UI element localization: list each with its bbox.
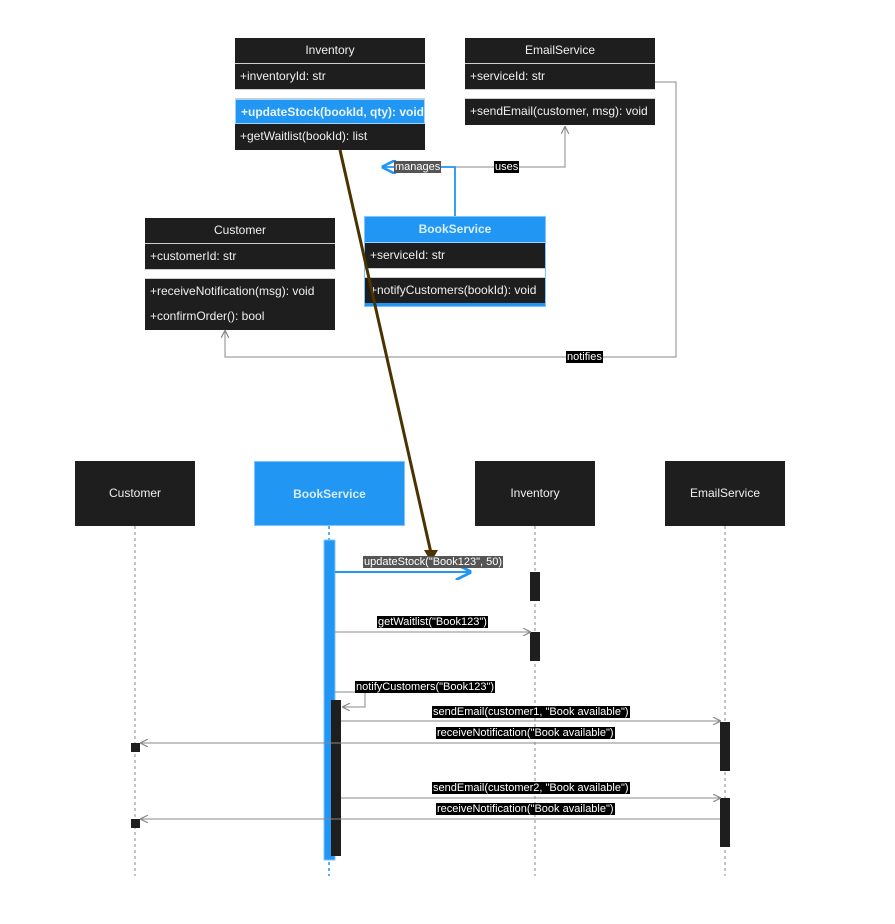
activation-book-service-nested <box>331 700 341 856</box>
label-notifies[interactable]: notifies <box>566 351 603 363</box>
activation-inventory-2 <box>530 632 540 661</box>
class-customer-divider <box>145 269 335 279</box>
class-inventory-method-get-waitlist[interactable]: +getWaitlist(bookId): list <box>240 129 368 143</box>
edge-manages <box>383 167 456 216</box>
activation-email-2 <box>720 798 730 847</box>
participant-email-service[interactable]: EmailService <box>665 461 785 526</box>
class-book-service-attr[interactable]: +serviceId: str <box>365 243 545 268</box>
class-customer-attr[interactable]: +customerId: str <box>150 249 237 263</box>
label-msg-notify-customers[interactable]: notifyCustomers("Book123") <box>355 681 496 693</box>
class-customer-name: Customer <box>145 218 335 244</box>
class-inventory-name: Inventory <box>235 38 425 64</box>
label-msg-send-email-1[interactable]: sendEmail(customer1, "Book available") <box>432 706 630 718</box>
class-book-service-method-notify-customers[interactable]: +notifyCustomers(bookId): void <box>365 278 545 303</box>
label-msg-receive-2[interactable]: receiveNotification("Book available") <box>436 803 615 815</box>
class-email-service-method-send-email[interactable]: +sendEmail(customer, msg): void <box>470 104 648 118</box>
activation-email-1 <box>720 722 730 771</box>
class-inventory-method-update-stock[interactable]: +updateStock(bookId, qty): void <box>235 99 425 124</box>
activation-book-service <box>323 539 336 861</box>
participant-inventory[interactable]: Inventory <box>475 461 595 526</box>
class-customer-method-receive-notification[interactable]: +receiveNotification(msg): void <box>150 284 315 298</box>
class-email-service-name: EmailService <box>465 38 655 64</box>
class-customer[interactable]: Customer +customerId: str +receiveNotifi… <box>145 218 335 330</box>
class-book-service-divider <box>365 268 545 278</box>
class-email-service[interactable]: EmailService +serviceId: str +sendEmail(… <box>465 38 655 125</box>
participant-book-service[interactable]: BookService <box>254 461 405 526</box>
msg-notify-customers-line <box>335 691 366 707</box>
class-inventory-divider <box>235 89 425 99</box>
label-manages[interactable]: manages <box>394 161 442 173</box>
class-email-service-attr[interactable]: +serviceId: str <box>470 69 546 83</box>
class-inventory[interactable]: Inventory +inventoryId: str +updateStock… <box>235 38 425 150</box>
class-customer-method-confirm-order[interactable]: +confirmOrder(): bool <box>150 309 265 323</box>
class-book-service-name: BookService <box>365 217 545 243</box>
class-book-service[interactable]: BookService +serviceId: str +notifyCusto… <box>364 216 546 307</box>
class-inventory-attr[interactable]: +inventoryId: str <box>240 69 326 83</box>
participant-customer[interactable]: Customer <box>75 461 195 526</box>
activation-customer-2 <box>131 819 140 828</box>
label-uses[interactable]: uses <box>494 161 520 173</box>
activation-customer-1 <box>131 743 140 752</box>
label-msg-get-waitlist[interactable]: getWaitlist("Book123") <box>377 616 488 628</box>
class-email-service-divider <box>465 89 655 99</box>
label-msg-receive-1[interactable]: receiveNotification("Book available") <box>436 727 615 739</box>
label-msg-update-stock[interactable]: updateStock("Book123", 50) <box>363 556 504 568</box>
label-msg-send-email-2[interactable]: sendEmail(customer2, "Book available") <box>432 782 630 794</box>
activation-inventory-1 <box>530 572 540 601</box>
